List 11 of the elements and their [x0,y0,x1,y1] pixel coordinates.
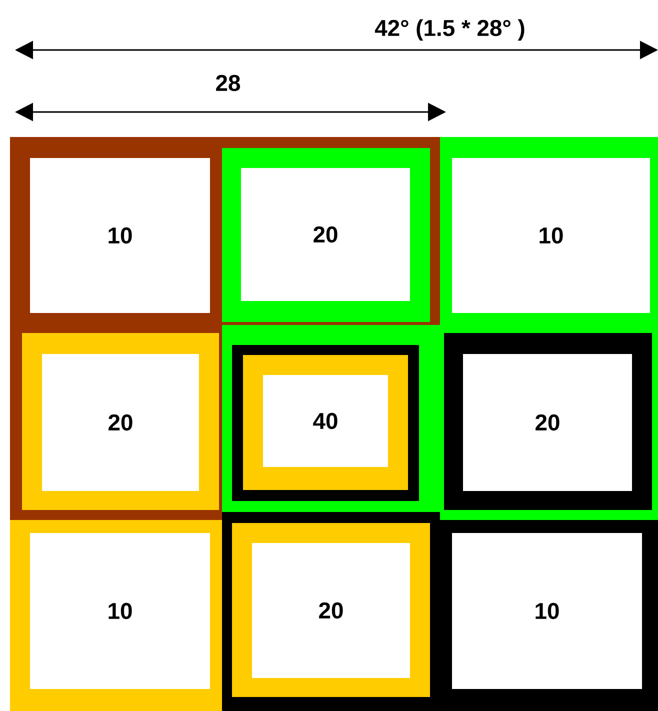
number-box: 10 [452,158,650,313]
number-box: 10 [452,533,642,689]
number-box: 20 [241,168,410,301]
dimension-label: 42° (1.5 * 28° ) [374,19,524,41]
number-box: 20 [463,354,632,491]
number-box: 40 [263,375,388,467]
number-box: 10 [30,533,210,689]
number-box: 20 [252,543,410,678]
dimension-label: 28 [216,74,240,92]
number-box: 20 [42,354,199,491]
number-box: 10 [30,158,210,313]
